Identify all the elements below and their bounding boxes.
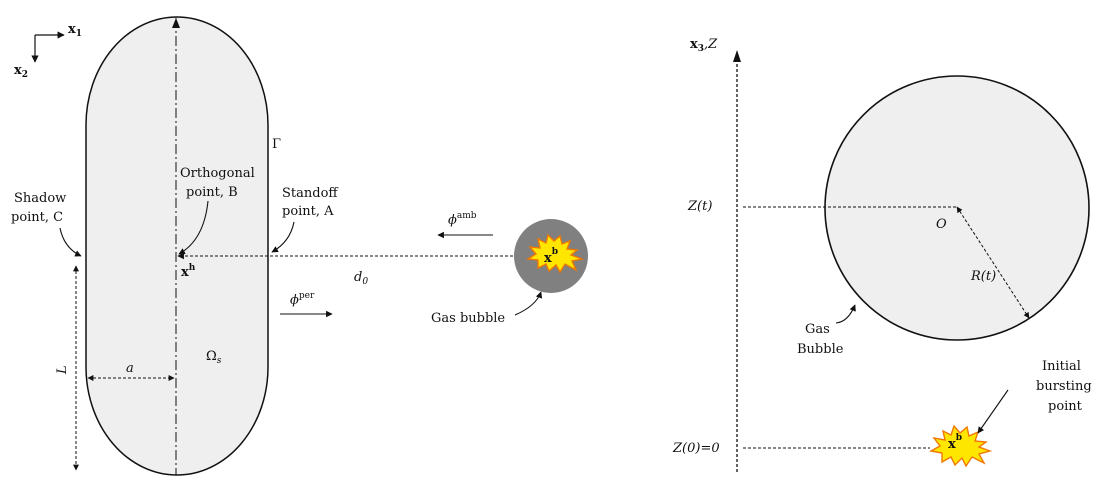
symmetry-axis-arrowhead [172,18,180,28]
vertical-axis-arrowhead [733,50,741,62]
orthogonal-point-label-line1: Orthogonal [180,166,255,181]
initial-bursting-arrow [977,389,1009,434]
gas-bubble-label: Gas bubble [431,311,505,326]
gas-bubble-circle-right [824,75,1090,341]
radius-rt-line [956,206,1030,319]
d0-label: d0 [354,270,368,287]
initial-bursting-label-line3: point [1048,399,1083,414]
x1-axis-label: x1 [68,22,82,39]
vertical-axis-label: x3,Z [690,37,718,54]
xb-label-right: xb [948,433,962,452]
gas-bubble-label-line2: Bubble [797,342,844,357]
gas-bubble-label-line1: Gas [805,322,830,337]
z0-label: Z(0)=0 [672,441,720,456]
x2-axis-label: x2 [14,63,28,80]
coordinate-axes: x1 x2 [14,22,82,80]
omega-s-label: Ωs [206,349,222,366]
shadow-point-label-line2: point, C [11,210,63,225]
standoff-point-arrow [271,221,295,253]
left-panel: x1 x2 Γ Orthogonal point, B Standoff poi… [11,16,588,476]
standoff-point-label-line2: point, A [282,204,334,219]
zt-label: Z(t) [687,199,712,214]
orthogonal-point-label-line2: point, B [186,185,238,200]
shadow-point-label-line1: Shadow [14,191,66,206]
structure-capsule [85,16,269,476]
shadow-point-arrow [59,227,82,257]
gas-bubble-arrow [514,291,543,316]
xb-label-left: xb [544,247,558,266]
burst-star-right [928,424,993,468]
a-label: a [126,361,134,376]
xh-label: xh [181,263,196,280]
gamma-label: Γ [272,137,281,152]
initial-bursting-label-line2: bursting [1036,379,1092,394]
right-panel: x3,Z Z(t) O R(t) Gas Bubble Z(0)=0 xb In… [672,37,1092,472]
rt-label: R(t) [970,269,996,284]
gas-bubble-arrow-right [835,304,856,324]
center-o-label: O [936,217,947,232]
phi-amb-label: ϕamb [448,211,477,228]
standoff-point-label-line1: Standoff [282,186,339,201]
burst-star-left [525,233,585,274]
phi-per-label: ϕper [290,291,315,308]
initial-bursting-label-line1: Initial [1042,359,1081,374]
l-label: L [55,365,70,375]
orthogonal-point-arrow [178,200,209,255]
